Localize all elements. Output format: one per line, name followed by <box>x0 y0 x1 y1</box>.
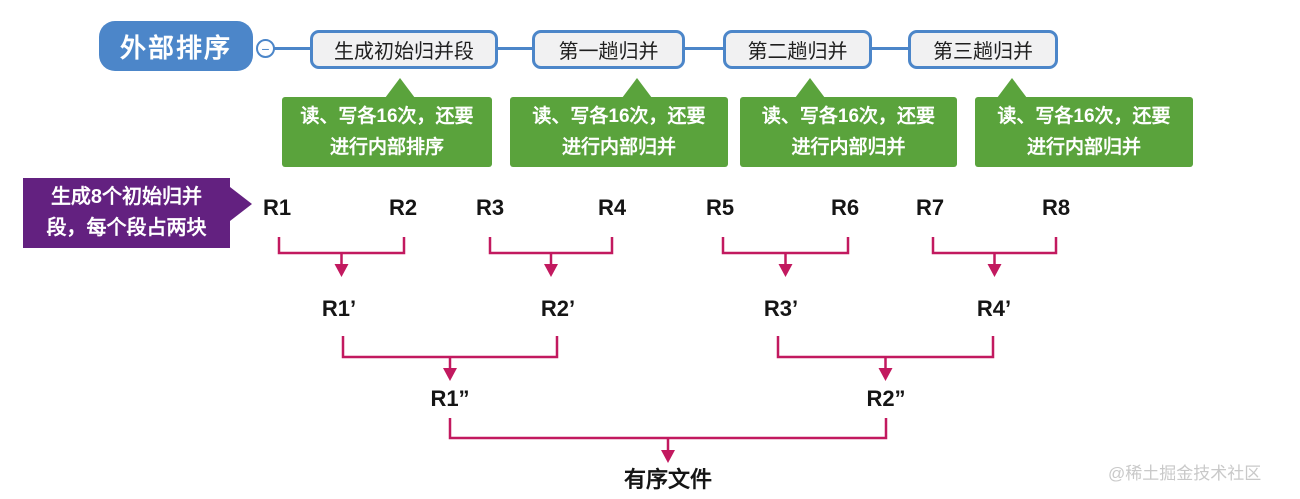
stage-node-label: 第一趟归并 <box>558 41 659 63</box>
watermark: @稀土掘金技术社区 <box>1108 464 1262 483</box>
annotation-text: 生成8个初始归并 段，每个段占两块 <box>46 186 207 239</box>
triangle-up-pointer-icon <box>622 78 652 98</box>
run-label-r8: R8 <box>1041 195 1071 220</box>
root-node-external-sort[interactable]: 外部排序 <box>99 21 253 71</box>
triangle-up-pointer-icon <box>997 78 1027 98</box>
merge-bracket <box>931 237 1058 255</box>
arrow-down-icon <box>661 450 675 463</box>
root-node-label: 外部排序 <box>119 32 232 63</box>
arrow-down-icon <box>878 368 893 381</box>
run-label-r5: R5 <box>705 195 735 220</box>
node-merge-pass-3[interactable]: 第三趟归并 <box>908 30 1058 69</box>
node-generate-initial-runs[interactable]: 生成初始归并段 <box>310 30 498 69</box>
run-label-r6: R6 <box>830 195 860 220</box>
annotation-banner: 生成8个初始归并 段，每个段占两块 <box>23 178 252 248</box>
run-label-r4-prime: R4’ <box>976 296 1012 321</box>
callout-note-text: 读、写各16次，还要 进行内部归并 <box>997 106 1171 158</box>
callout-note-text: 读、写各16次，还要 进行内部归并 <box>532 106 706 158</box>
run-label-r2: R2 <box>388 195 418 220</box>
node-merge-pass-2[interactable]: 第二趟归并 <box>723 30 872 69</box>
node-merge-pass-1[interactable]: 第一趟归并 <box>532 30 685 69</box>
arrow-down-icon <box>987 264 1002 277</box>
stage-node-label: 第二趟归并 <box>747 41 848 63</box>
merge-bracket <box>448 418 888 440</box>
triangle-up-pointer-icon <box>385 78 415 98</box>
merge-arrowheads <box>334 264 1002 463</box>
arrow-down-icon <box>544 264 558 277</box>
merge-brackets <box>277 237 1058 451</box>
run-label-r1-double-prime: R1” <box>430 386 470 411</box>
minus-icon: − <box>261 40 270 57</box>
callout-note-3: 读、写各16次，还要 进行内部归并 <box>740 78 957 167</box>
callout-note-1: 读、写各16次，还要 进行内部排序 <box>282 78 492 167</box>
stage-node-label: 生成初始归并段 <box>334 41 474 63</box>
run-label-r3-prime: R3’ <box>763 296 799 321</box>
result-label-sorted-file: 有序文件 <box>623 467 713 492</box>
merge-bracket <box>341 336 559 359</box>
run-label-r2-prime: R2’ <box>540 296 576 321</box>
stage-node-label: 第三趟归并 <box>933 41 1033 63</box>
collapse-toggle[interactable]: − <box>256 39 275 58</box>
banner-arrow-right-icon <box>230 187 252 221</box>
triangle-up-pointer-icon <box>795 78 825 98</box>
merge-bracket <box>488 237 614 255</box>
arrow-down-icon <box>778 264 793 277</box>
callout-note-text: 读、写各16次，还要 进行内部归并 <box>761 106 936 158</box>
run-label-r1: R1 <box>262 195 292 220</box>
arrow-down-icon <box>443 368 457 381</box>
run-label-r3: R3 <box>475 195 505 220</box>
merge-bracket <box>721 237 850 255</box>
run-label-r2-double-prime: R2” <box>866 386 906 411</box>
run-label-r7: R7 <box>915 195 945 220</box>
callout-note-4: 读、写各16次，还要 进行内部归并 <box>975 78 1193 167</box>
merge-bracket <box>277 237 406 255</box>
merge-bracket <box>776 336 995 359</box>
arrow-down-icon <box>334 264 349 277</box>
run-label-r4: R4 <box>597 195 627 220</box>
run-label-r1-prime: R1’ <box>321 296 357 321</box>
callout-note-2: 读、写各16次，还要 进行内部归并 <box>510 78 728 167</box>
callout-note-text: 读、写各16次，还要 进行内部排序 <box>300 106 474 158</box>
